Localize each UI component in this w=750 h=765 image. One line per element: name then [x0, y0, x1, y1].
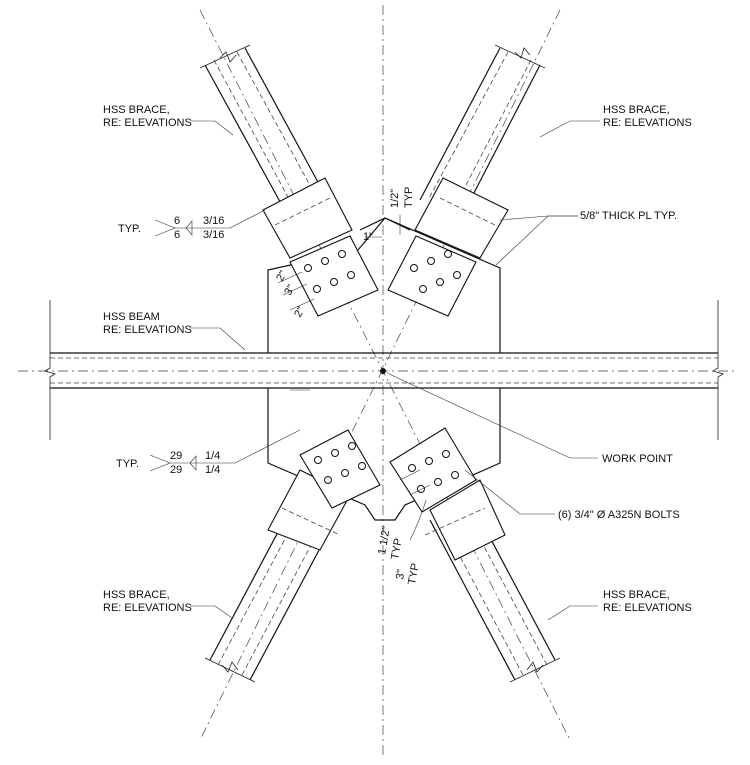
- dim-one-half: 1 1/2": [376, 525, 393, 555]
- label-beam: HSS BEAM RE: ELEVATIONS: [103, 311, 192, 336]
- bolt: [427, 257, 435, 265]
- weld-size: 1/4: [205, 450, 220, 462]
- bolts-label: (6) 3/4" Ø A325N BOLTS: [558, 509, 680, 521]
- dim-one-inch: 1": [363, 231, 373, 243]
- gusset-plates: [267, 217, 501, 521]
- bolt: [434, 478, 442, 486]
- bolt: [348, 442, 356, 450]
- dim-three-inch: 3": [394, 568, 408, 580]
- bolt: [313, 285, 321, 293]
- weld-typ-label: TYP.: [116, 458, 139, 470]
- plate-label: 5/8" THICK PL TYP.: [580, 210, 677, 222]
- brace-label-line2: RE: ELEVATIONS: [103, 117, 192, 129]
- bolt-plate-top-right: [387, 235, 477, 317]
- dimension-marks: [277, 215, 431, 541]
- weld-length: 6: [174, 229, 180, 241]
- leader-lines: [190, 120, 600, 621]
- bolt: [358, 462, 366, 470]
- bolt: [410, 264, 418, 272]
- dim-typ: TYP: [406, 562, 422, 585]
- bolt: [347, 271, 355, 279]
- label-brace-bottom-right: HSS BRACE, RE: ELEVATIONS: [603, 589, 692, 614]
- bolt: [444, 250, 452, 258]
- weld-typ-label: TYP.: [118, 223, 141, 235]
- brace-label-line1: HSS BRACE,: [603, 589, 670, 601]
- label-brace-top-left: HSS BRACE, RE: ELEVATIONS: [103, 104, 192, 129]
- bolt: [453, 271, 461, 279]
- bolt: [304, 264, 312, 272]
- bolt: [341, 469, 349, 477]
- centerlines: [18, 5, 735, 755]
- bolt: [331, 449, 339, 457]
- bolt-plate-top-left: [289, 235, 379, 317]
- brace-label-line1: HSS BRACE,: [603, 104, 670, 116]
- dim-typ: TYP: [389, 537, 405, 560]
- bolt: [324, 476, 332, 484]
- brace-top-left: [199, 44, 353, 259]
- bolt: [330, 278, 338, 286]
- bolt: [321, 257, 329, 265]
- bolt: [417, 485, 425, 493]
- bolt: [338, 250, 346, 258]
- brace-label-line2: RE: ELEVATIONS: [603, 117, 692, 129]
- brace-label-line2: RE: ELEVATIONS: [103, 602, 192, 614]
- bolt: [425, 457, 433, 465]
- work-point-marker: [380, 368, 386, 374]
- work-point-label: WORK POINT: [602, 453, 673, 465]
- bolt: [408, 464, 416, 472]
- dim-half-inch: 1/2": [389, 189, 401, 208]
- bolt: [451, 471, 459, 479]
- dim-two-inch: 2": [292, 305, 307, 320]
- label-brace-bottom-left: HSS BRACE, RE: ELEVATIONS: [103, 589, 192, 614]
- bolt-plate-bottom-right: [389, 427, 477, 513]
- beam-label-line1: HSS BEAM: [103, 311, 160, 323]
- weld-length: 6: [174, 215, 180, 227]
- weld-symbol-upper: [154, 209, 266, 237]
- weld-length: 29: [170, 450, 182, 462]
- brace-top-right: [414, 44, 546, 259]
- weld-symbol-lower: [149, 429, 301, 472]
- weld-size: 3/16: [203, 215, 224, 227]
- dim-three-inch: 3": [282, 283, 297, 298]
- bolt: [436, 278, 444, 286]
- brace-label-line1: HSS BRACE,: [103, 104, 170, 116]
- bolt-plate-bottom-left: [299, 429, 381, 509]
- bolt: [419, 285, 427, 293]
- hss-beam: [44, 300, 724, 440]
- brace-label-line1: HSS BRACE,: [103, 589, 170, 601]
- weld-length: 29: [170, 464, 182, 476]
- weld-size: 3/16: [203, 229, 224, 241]
- brace-label-line2: RE: ELEVATIONS: [603, 602, 692, 614]
- dim-typ: TYP: [403, 187, 415, 208]
- label-brace-top-right: HSS BRACE, RE: ELEVATIONS: [603, 104, 692, 129]
- brace-bottom-right: [424, 479, 561, 683]
- bolt: [314, 456, 322, 464]
- beam-label-line2: RE: ELEVATIONS: [103, 324, 192, 336]
- dim-two-inch: 2": [274, 269, 289, 284]
- bolt: [442, 450, 450, 458]
- weld-size: 1/4: [205, 464, 220, 476]
